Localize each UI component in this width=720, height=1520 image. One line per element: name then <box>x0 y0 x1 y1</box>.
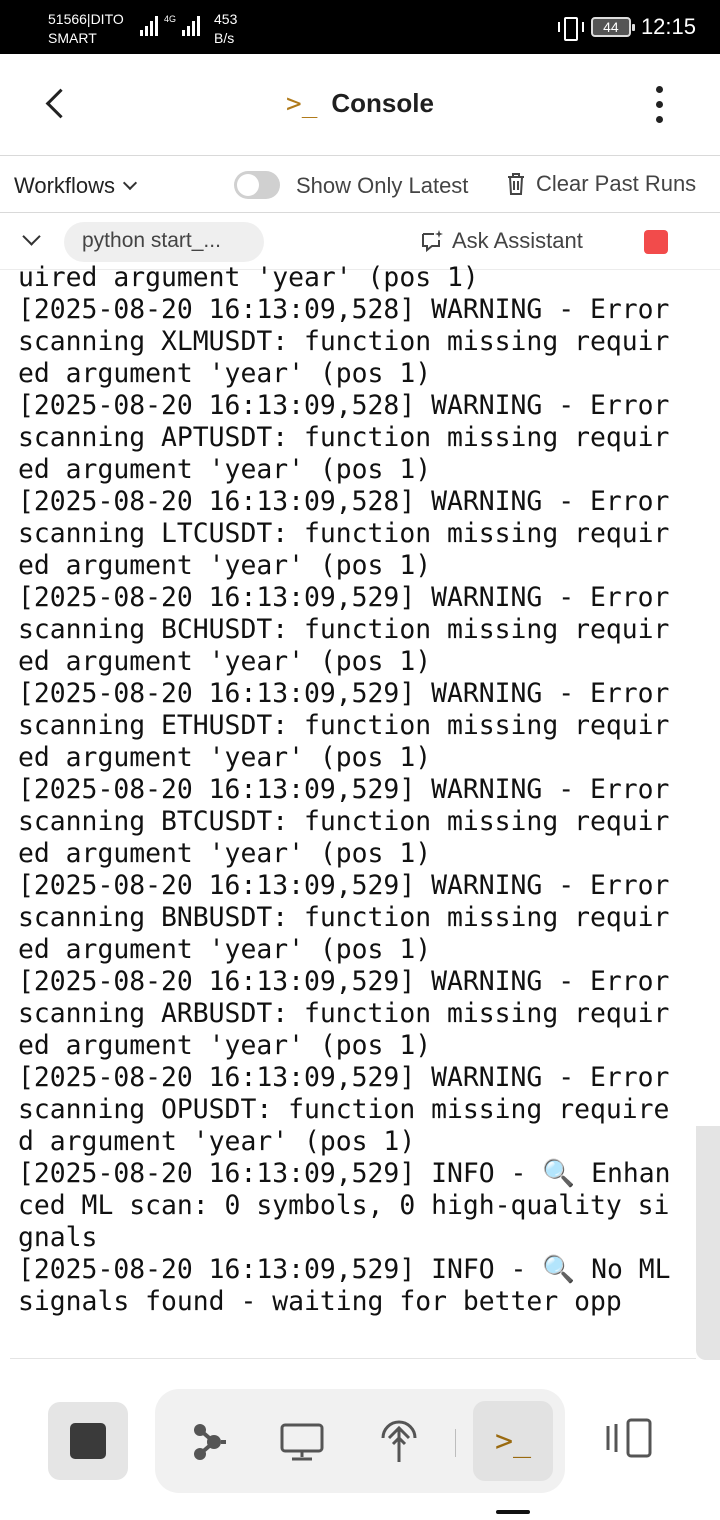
more-options-button[interactable] <box>648 84 672 126</box>
clear-past-runs-label: Clear Past Runs <box>536 171 697 196</box>
stop-button[interactable] <box>48 1402 128 1480</box>
deploy-button[interactable] <box>372 1415 426 1469</box>
page-title: >_ Console <box>0 88 720 119</box>
console-scrollbar[interactable] <box>696 1126 720 1360</box>
console-line: [2025-08-20 16:13:09,529] WARNING - Erro… <box>18 678 686 773</box>
signal-icon: 4G <box>140 14 201 36</box>
monitor-icon <box>280 1423 324 1461</box>
console-line: [2025-08-20 16:13:09,528] WARNING - Erro… <box>18 390 686 485</box>
battery-icon: 44 <box>590 17 635 37</box>
clear-past-runs-button[interactable]: Clear Past Runs <box>506 171 696 197</box>
show-latest-toggle[interactable] <box>234 171 280 199</box>
console-line: [2025-08-20 16:13:09,529] WARNING - Erro… <box>18 966 686 1061</box>
clock: 12:15 <box>640 14 696 39</box>
console-output[interactable]: uired argument 'year' (pos 1)[2025-08-20… <box>0 262 696 1358</box>
vibrate-icon <box>557 16 584 41</box>
console-line: [2025-08-20 16:13:09,529] WARNING - Erro… <box>18 1062 686 1157</box>
carrier-sub: SMART <box>48 30 97 46</box>
page-title-text: Console <box>331 88 434 118</box>
chevron-down-icon <box>122 175 138 191</box>
assistant-sparkle-icon <box>422 230 443 253</box>
dock-divider <box>455 1429 456 1457</box>
console-line: [2025-08-20 16:13:09,528] WARNING - Erro… <box>18 486 686 581</box>
console-line: uired argument 'year' (pos 1) <box>18 262 479 293</box>
trash-icon <box>508 173 524 195</box>
console-line: [2025-08-20 16:13:09,529] INFO - 🔍 No ML… <box>18 1254 687 1317</box>
console-icon: >_ <box>494 1423 532 1459</box>
carrier-info: 51566|DITO SMART <box>48 10 124 48</box>
network-type: 4G <box>164 14 177 24</box>
console-icon: >_ <box>286 89 318 119</box>
status-bar: 51566|DITO SMART 4G 453 B/s 44 12:15 <box>0 0 720 54</box>
carrier-name: 51566|DITO <box>48 11 124 27</box>
console-line: [2025-08-20 16:13:09,529] WARNING - Erro… <box>18 774 686 869</box>
toggle-knob <box>237 174 259 196</box>
bottom-dock: >_ <box>155 1389 565 1493</box>
console-line: [2025-08-20 16:13:09,529] WARNING - Erro… <box>18 870 686 965</box>
ask-assistant-label: Ask Assistant <box>452 228 583 253</box>
console-line: [2025-08-20 16:13:09,529] WARNING - Erro… <box>18 582 686 677</box>
stop-run-button[interactable] <box>644 230 668 254</box>
stop-icon <box>70 1423 106 1459</box>
preview-button[interactable] <box>275 1415 329 1469</box>
status-right: 44 12:15 <box>557 14 696 41</box>
workflow-nodes-button[interactable] <box>181 1415 235 1469</box>
show-latest-label: Show Only Latest <box>296 173 469 198</box>
panes-button[interactable] <box>604 1418 658 1464</box>
ask-assistant-button[interactable]: Ask Assistant <box>420 228 583 254</box>
console-tab-button[interactable]: >_ <box>473 1401 553 1481</box>
home-indicator <box>496 1510 530 1514</box>
network-speed: 453 B/s <box>214 11 238 46</box>
panes-icon <box>606 1418 652 1458</box>
workflows-dropdown[interactable]: Workflows <box>14 173 138 199</box>
console-line: [2025-08-20 16:13:09,529] INFO - 🔍 Enhan… <box>18 1158 671 1253</box>
deploy-antenna-icon <box>381 1420 417 1462</box>
collapse-chevron-icon[interactable] <box>20 230 44 250</box>
console-line: [2025-08-20 16:13:09,528] WARNING - Erro… <box>18 294 686 389</box>
console-log: uired argument 'year' (pos 1) [2025-08-20… <box>18 262 678 1318</box>
run-command-chip[interactable]: python start_... <box>64 222 264 262</box>
divider <box>10 1358 696 1359</box>
console-toolbar: Workflows Show Only Latest Clear Past Ru… <box>0 157 720 213</box>
run-header: python start_... Ask Assistant <box>0 214 720 270</box>
app-header: >_ Console <box>0 54 720 156</box>
workflows-label: Workflows <box>14 173 116 198</box>
workflow-nodes-icon <box>194 1424 226 1460</box>
